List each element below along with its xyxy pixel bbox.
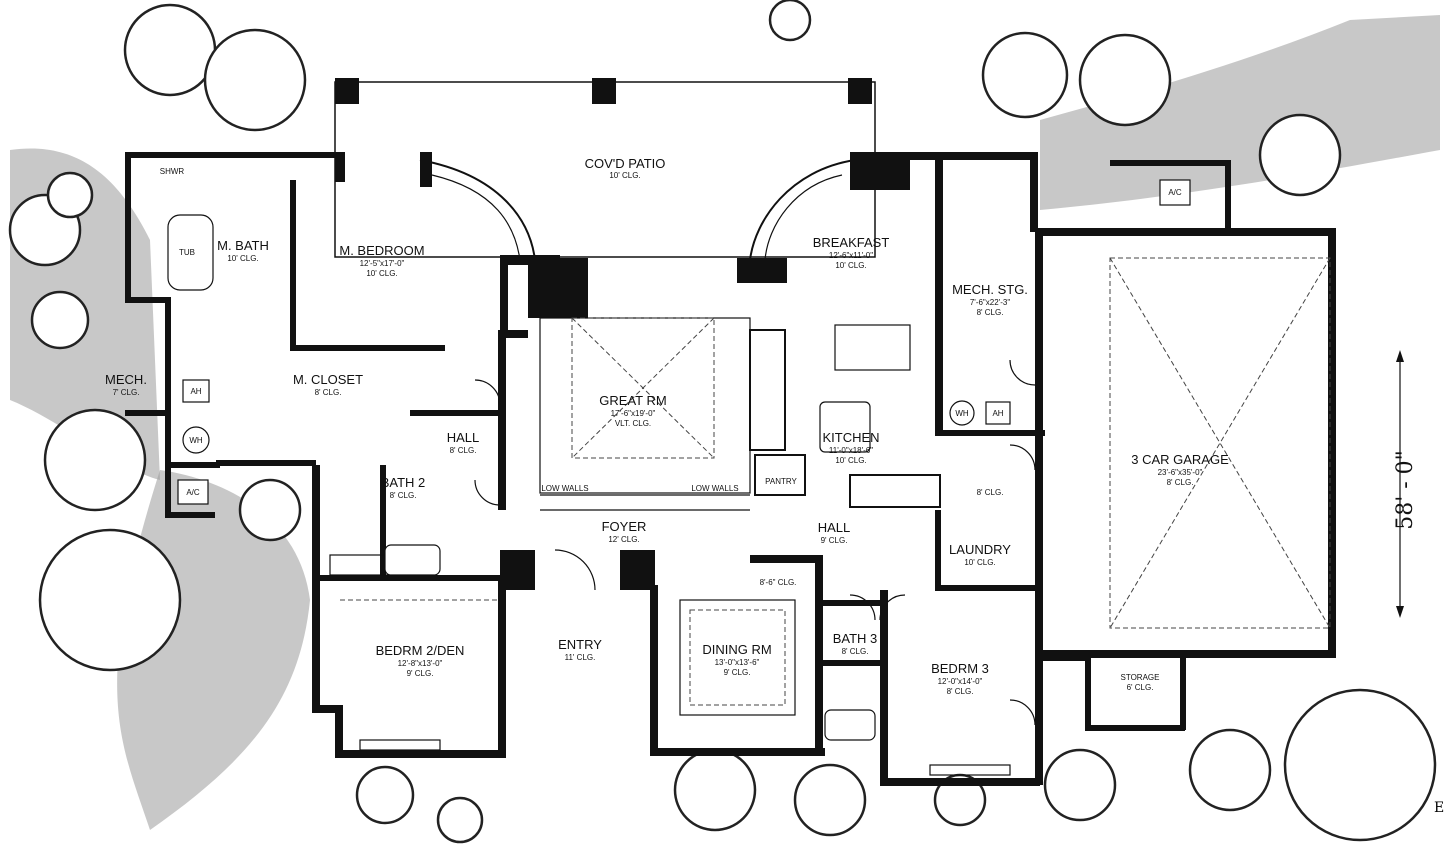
mech-clg: 7' CLG. [113,388,140,397]
dining-alcove-clg: 8'-6" CLG. [760,578,797,587]
breakfast-name: BREAKFAST [813,235,890,250]
ah-label-right: AH [992,409,1003,418]
m-bath-name: M. BATH [217,238,269,253]
landscaping [8,0,1440,844]
interior-details [167,179,1331,776]
storage-clg: 6' CLG. [1127,683,1154,692]
kitchen-name: KITCHEN [822,430,879,445]
dining-name: DINING RM [702,642,771,657]
overall-dimension: 58' - 0" [1393,450,1418,530]
hall-1-clg: 8' CLG. [450,446,477,455]
m-bedroom-clg: 10' CLG. [366,269,397,278]
m-bath-clg: 10' CLG. [227,254,258,263]
entry-clg: 11' CLG. [565,653,596,662]
shwr-label: SHWR [160,167,185,176]
bedrm-2-dims: 12'-8"x13'-0" [398,659,443,668]
bedrm-3-clg: 8' CLG. [947,687,974,696]
room-labels: M. BEDROOM 12'-5"x17'-0" 10' CLG. M. BAT… [105,235,1229,696]
low-walls-left: LOW WALLS [541,484,588,493]
m-closet-name: M. CLOSET [293,372,363,387]
laundry-alcove-clg: 8' CLG. [977,488,1004,497]
bedrm-2-name: BEDRM 2/DEN [376,643,465,658]
tub-label: TUB [179,248,195,257]
laundry-name: LAUNDRY [949,542,1011,557]
entry-name: ENTRY [558,637,602,652]
bath-3-name: BATH 3 [833,631,878,646]
bath-3-clg: 8' CLG. [842,647,869,656]
foyer-name: FOYER [602,519,647,534]
great-rm-name: GREAT RM [599,393,666,408]
exterior-walls [125,152,1336,786]
mech-name: MECH. [105,372,147,387]
edge-mark: E [1434,800,1444,816]
laundry-clg: 10' CLG. [964,558,995,567]
dining-dims: 13'-0"x13'-6" [715,658,760,667]
breakfast-dims: 12'-6"x11'-0" [829,251,873,260]
foyer-clg: 12' CLG. [608,535,639,544]
hall-2-name: HALL [818,520,851,535]
garage-dims: 23'-6"x35'-0" [1158,468,1203,477]
mech-stg-name: MECH. STG. [952,282,1028,297]
fixture-labels: SHWR TUB AH WH A/C A/C WH AH PANTRY LOW … [160,167,1182,587]
mech-stg-dims: 7'-6"x22'-3" [970,298,1010,307]
patio-name: COV'D PATIO [585,156,666,171]
bath-2-name: BATH 2 [381,475,426,490]
great-rm-dims: 17'-6"x19'-0" [611,409,656,418]
low-walls-right: LOW WALLS [691,484,738,493]
m-bedroom-dims: 12'-5"x17'-0" [360,259,405,268]
bath-2-clg: 8' CLG. [390,491,417,500]
bedrm-2-clg: 9' CLG. [407,669,434,678]
garage-clg: 8' CLG. [1167,478,1194,487]
pantry-label: PANTRY [765,477,797,486]
wh-label-right: WH [955,409,969,418]
garage-name: 3 CAR GARAGE [1131,452,1229,467]
ac-label-left: A/C [186,488,200,497]
kitchen-dims: 11'-0"x18'-6" [829,446,873,455]
great-rm-clg: VLT. CLG. [615,419,651,428]
patio-clg: 10' CLG. [609,171,640,180]
m-closet-clg: 8' CLG. [315,388,342,397]
bedrm-3-dims: 12'-0"x14'-0" [938,677,983,686]
dimension-line [1396,350,1404,618]
wh-label-left: WH [189,436,203,445]
breakfast-clg: 10' CLG. [835,261,866,270]
kitchen-clg: 10' CLG. [835,456,866,465]
mech-stg-clg: 8' CLG. [977,308,1004,317]
dining-clg: 9' CLG. [724,668,751,677]
bedrm-3-name: BEDRM 3 [931,661,989,676]
hall-1-name: HALL [447,430,480,445]
ah-label-left: AH [190,387,201,396]
storage-name: STORAGE [1121,673,1160,682]
hall-2-clg: 9' CLG. [821,536,848,545]
m-bedroom-name: M. BEDROOM [339,243,424,258]
ac-label-right: A/C [1168,188,1182,197]
